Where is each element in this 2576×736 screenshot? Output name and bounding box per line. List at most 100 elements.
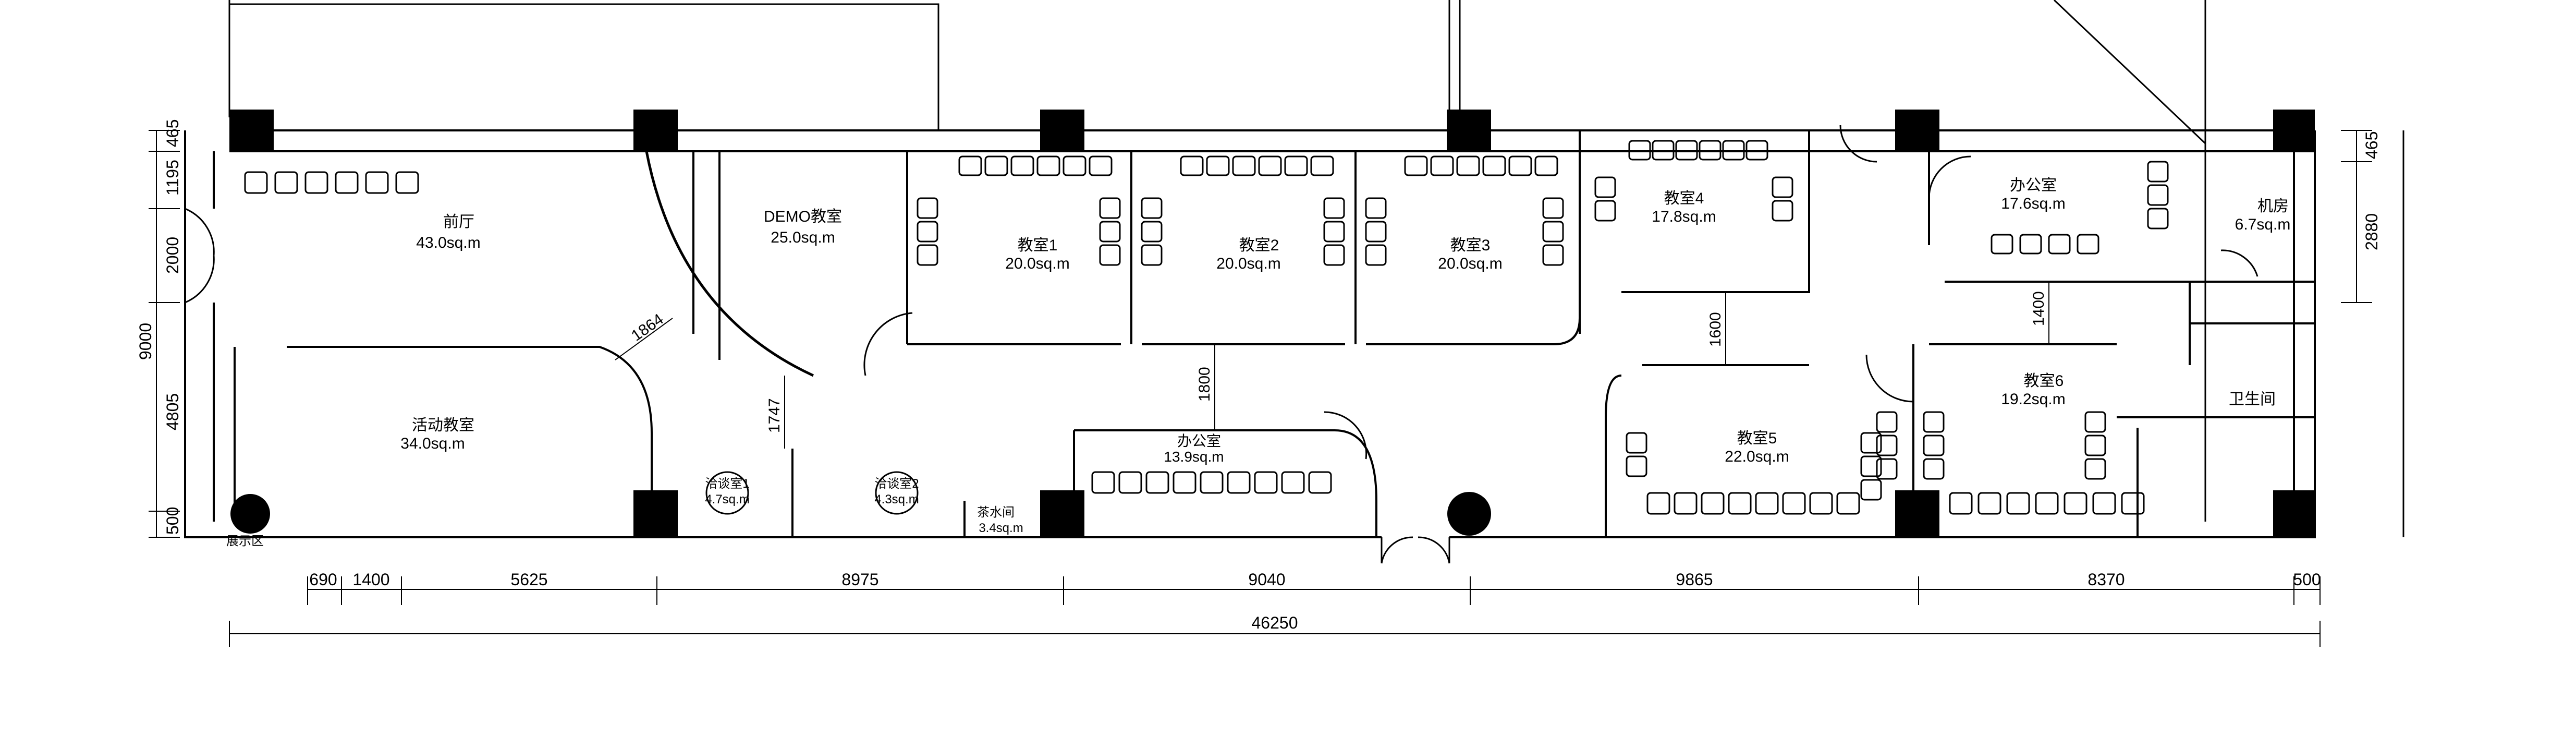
room-name-talk2: 洽谈室2 [874,477,919,491]
chair-icon [1594,176,1616,198]
chair-icon [1674,492,1698,515]
chair-icon [1365,244,1387,266]
room-name-toilet: 卫生间 [2229,391,2276,408]
chair-icon [1652,140,1675,161]
columns [229,110,2315,537]
furniture [244,140,2169,515]
left-dimension-chain: 465 1195 2000 4805 500 9000 [136,119,182,538]
chair-icon [1722,140,1745,161]
chair-icon [1860,455,1882,477]
chair-icon [1099,221,1121,243]
chair-icon [1628,140,1651,161]
chair-icon [1876,458,1898,480]
bottom-dimension-chain: 690 1400 5625 8975 9040 9865 8370 500 46… [229,570,2321,647]
chair-icon [1089,155,1113,176]
room-area-c3: 20.0sq.m [1438,255,1502,272]
room-name-c5: 教室5 [1737,430,1777,447]
round-table-icon [875,471,919,515]
dim-interior-1864: 1864 [628,310,667,344]
chair-icon [1173,471,1197,494]
round-table-icon [705,471,749,515]
chair-icon [2147,161,2169,183]
chair-icon [304,171,328,194]
chair-icon [1646,492,1670,515]
dim-left-5: 500 [163,507,182,535]
dim-left-4: 4805 [163,393,182,430]
dim-right-1: 465 [2362,131,2381,159]
chair-icon [1365,197,1387,219]
dim-bottom-8: 500 [2293,570,2321,589]
dim-bottom-3: 5625 [510,570,547,589]
room-area-activity: 34.0sq.m [400,435,465,452]
chair-icon [2077,234,2099,255]
chair-icon [1310,155,1334,176]
chair-icon [2147,208,2169,230]
chair-icon [1923,458,1945,480]
chair-icon [1728,492,1752,515]
chair-icon [917,244,938,266]
chair-icon [1365,221,1387,243]
room-labels: 前厅 43.0sq.m DEMO教室 25.0sq.m 教室1 20.0sq.m… [226,177,2290,548]
room-name-office-top: 办公室 [2010,177,2057,194]
adjacent-structures [228,0,2404,537]
chair-icon [1323,221,1345,243]
chair-icon [1254,471,1278,494]
chair-icon [1323,244,1345,266]
chair-icon [1675,140,1698,161]
dim-left-2: 1195 [163,160,182,196]
chair-icon [1860,479,1882,501]
chair-icon [2084,458,2106,480]
chair-icon [335,171,359,194]
right-dimension-chain: 465 2880 [2341,130,2381,303]
dim-bottom-6: 9865 [1676,570,1713,589]
room-name-display: 展示区 [226,534,264,548]
dim-bottom-4: 8975 [841,570,878,589]
chair-icon [1542,244,1564,266]
chair-icon [1099,197,1121,219]
chair-icon [1141,197,1163,219]
chair-icon [984,155,1008,176]
room-name-lobby: 前厅 [443,213,474,231]
chair-icon [2121,492,2145,515]
chair-icon [1772,200,1793,222]
chair-icon [1626,455,1647,477]
chair-icon [1626,432,1647,454]
chair-icon [1227,471,1251,494]
chair-icon [1542,221,1564,243]
chair-icon [2084,435,2106,456]
dim-interior-1400: 1400 [2030,291,2047,326]
chair-icon [1949,492,1973,515]
interior-walls [234,130,2315,537]
chair-icon [244,171,268,194]
chair-icon [1145,471,1169,494]
chair-icon [365,171,389,194]
chair-icon [917,221,938,243]
outer-walls [184,129,2316,538]
dim-left-total: 9000 [136,323,155,360]
chair-icon [1099,244,1121,266]
room-area-talk1: 4.7sq.m [705,492,749,506]
dim-interior-1600: 1600 [1707,312,1724,347]
chair-icon [1782,492,1806,515]
room-area-c1: 20.0sq.m [1005,255,1069,272]
chair-icon [1991,234,2013,255]
room-name-tea: 茶水间 [977,505,1015,520]
dim-bottom-5: 9040 [1248,570,1285,589]
chair-icon [1701,492,1725,515]
room-area-c2: 20.0sq.m [1216,255,1280,272]
chair-icon [1923,411,1945,433]
dim-bottom-1: 690 [309,570,337,589]
room-area-office-top: 17.6sq.m [2001,195,2065,212]
chair-icon [1772,176,1793,198]
room-name-c6: 教室6 [2024,372,2064,390]
chair-icon [1456,155,1480,176]
room-name-office-mid: 办公室 [1177,433,1221,449]
chair-icon [395,171,419,194]
room-name-server: 机房 [2257,198,2289,215]
chair-icon [1809,492,1833,515]
room-name-activity: 活动教室 [412,417,474,434]
chair-icon [1977,492,2001,515]
room-name-c3: 教室3 [1450,237,1491,254]
chair-icon [1141,221,1163,243]
chair-icon [1876,411,1898,433]
